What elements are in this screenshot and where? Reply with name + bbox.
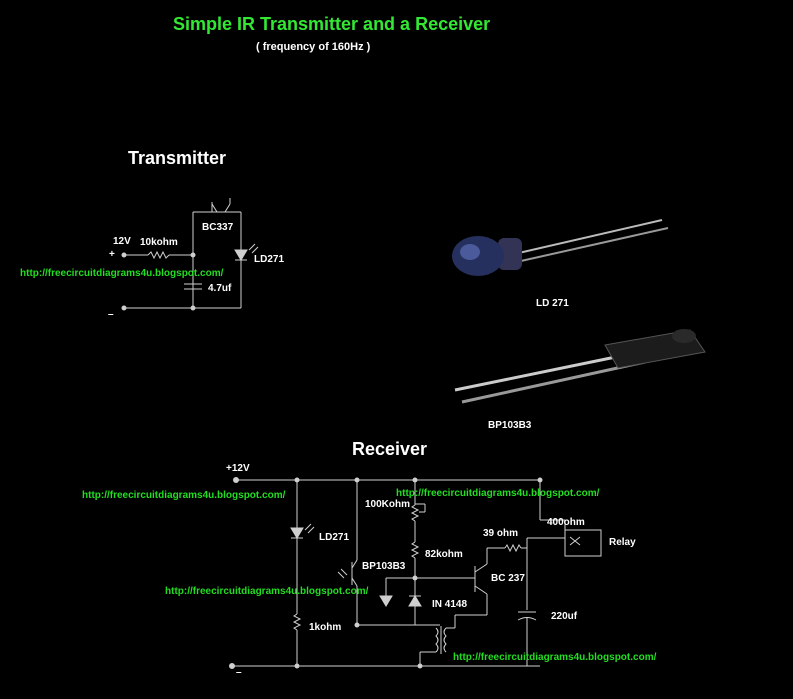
rx-capacitor-label: 220uf	[551, 611, 578, 622]
tx-capacitor-label: 4.7uf	[208, 283, 232, 294]
tx-transistor-label: BC337	[202, 222, 234, 233]
photodiode-photo-caption: BP103B3	[488, 420, 532, 431]
page-title: Simple IR Transmitter and a Receiver	[173, 14, 491, 34]
rx-r39-label: 39 ohm	[483, 528, 519, 539]
receiver-circuit	[229, 477, 602, 669]
rx-url-link-1[interactable]: http://freecircuitdiagrams4u.blogspot.co…	[82, 490, 286, 501]
rx-led-label: LD271	[319, 532, 350, 543]
transmitter-circuit	[121, 198, 259, 311]
led-photo-caption: LD 271	[536, 298, 569, 309]
transmitter-heading: Transmitter	[128, 148, 227, 168]
tx-plus-label: +	[109, 249, 115, 260]
rx-url-link-4[interactable]: http://freecircuitdiagrams4u.blogspot.co…	[453, 652, 657, 663]
led-photo	[452, 219, 669, 276]
page-subtitle: ( frequency of 160Hz )	[256, 41, 371, 53]
rx-url-link-3[interactable]: http://freecircuitdiagrams4u.blogspot.co…	[165, 586, 369, 597]
tx-resistor-label: 10kohm	[140, 237, 178, 248]
rx-url-link-2[interactable]: http://freecircuitdiagrams4u.blogspot.co…	[396, 488, 600, 499]
tx-minus-label: –	[108, 309, 114, 320]
rx-relay-label: Relay	[609, 537, 636, 548]
receiver-heading: Receiver	[352, 439, 428, 459]
photodiode-photo	[454, 329, 706, 404]
rx-minus-label: –	[236, 667, 242, 678]
rx-voltage-label: +12V	[226, 463, 250, 474]
rx-r82-label: 82kohm	[425, 549, 463, 560]
tx-url-link[interactable]: http://freecircuitdiagrams4u.blogspot.co…	[20, 268, 224, 279]
rx-relay-resistance-label: 400ohm	[547, 517, 585, 528]
rx-phototransistor-label: BP103B3	[362, 561, 406, 572]
rx-transistor-label: BC 237	[491, 573, 525, 584]
rx-diode-label: IN 4148	[432, 599, 468, 610]
tx-led-label: LD271	[254, 254, 285, 265]
tx-voltage-label: 12V	[113, 236, 131, 247]
rx-r1k-label: 1kohm	[309, 622, 342, 633]
rx-pot-label: 100Kohm	[365, 499, 411, 510]
